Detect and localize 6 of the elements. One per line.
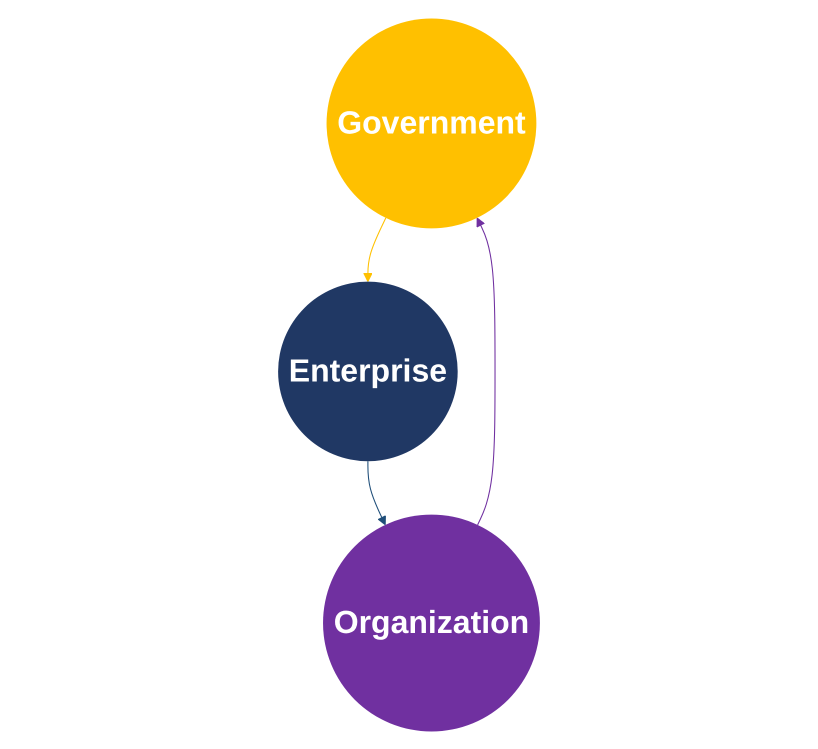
arrow: [363, 217, 386, 282]
node-circle: Government: [326, 18, 536, 228]
node-circle: Organization: [323, 514, 540, 731]
arrow: [367, 460, 386, 525]
arrow: [476, 216, 496, 525]
node-circle: Enterprise: [278, 281, 458, 461]
